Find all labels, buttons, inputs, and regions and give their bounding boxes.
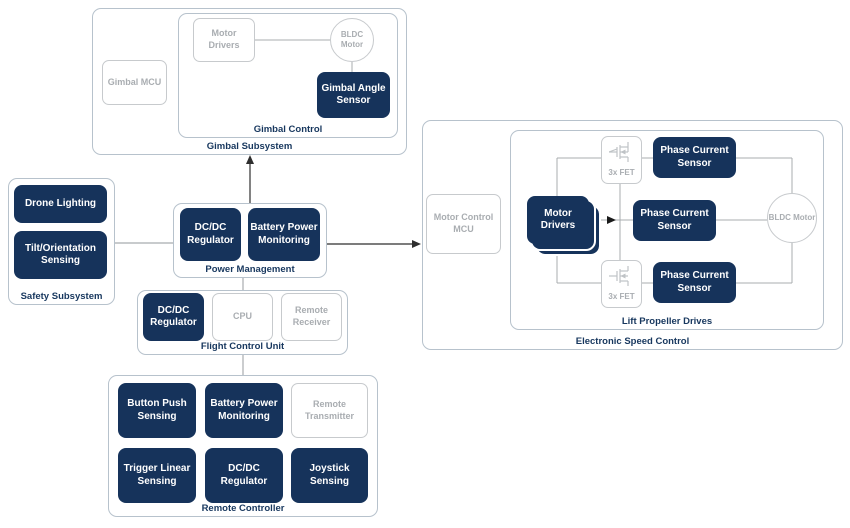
motor-control-mcu-text: Motor Control MCU (433, 212, 494, 234)
pm-battery-power-monitoring-text: Battery Power Monitoring (250, 222, 318, 246)
esc-bldc-motor: BLDC Motor (767, 193, 817, 243)
drone-lighting-block[interactable]: Drone Lighting (14, 185, 107, 223)
button-push-sensing-text: Button Push Sensing (127, 398, 187, 422)
cpu-text: CPU (232, 311, 252, 322)
phase-current-sensor-mid-block[interactable]: Phase Current Sensor (633, 200, 716, 241)
remote-controller-label: Remote Controller (201, 503, 285, 514)
rc-dcdc-regulator-text: DC/DC Regulator (220, 463, 268, 487)
pm-battery-power-monitoring-block[interactable]: Battery Power Monitoring (248, 208, 320, 261)
gimbal-angle-sensor-block[interactable]: Gimbal Angle Sensor (317, 72, 390, 118)
gimbal-mcu-text: Gimbal MCU (107, 76, 162, 87)
pm-dcdc-regulator-block[interactable]: DC/DC Regulator (180, 208, 241, 261)
fet-top-block: 3x FET (601, 136, 642, 184)
gimbal-bldc-motor: BLDC Motor (330, 18, 374, 62)
esc-bldc-motor-text: BLDC Motor (768, 213, 816, 223)
rc-battery-power-monitoring-text: Battery Power Monitoring (210, 398, 278, 422)
rc-battery-power-monitoring-block[interactable]: Battery Power Monitoring (205, 383, 283, 438)
gimbal-subsystem-label: Gimbal Subsystem (206, 141, 293, 152)
fcu-dcdc-regulator-text: DC/DC Regulator (150, 304, 197, 329)
esc-motor-drivers-text: Motor Drivers (540, 207, 576, 232)
esc-motor-drivers-block[interactable]: Motor Drivers (527, 196, 589, 244)
flight-control-unit-label: Flight Control Unit (200, 341, 285, 352)
joystick-sensing-block[interactable]: Joystick Sensing (291, 448, 368, 503)
motor-control-mcu-block: Motor Control MCU (426, 194, 501, 254)
power-management-label: Power Management (205, 264, 295, 275)
esc-motor-drivers-stack[interactable]: Motor Drivers (527, 196, 601, 256)
gimbal-control-label: Gimbal Control (253, 124, 323, 135)
cpu-block: CPU (212, 293, 273, 341)
phase-current-sensor-bottom-text: Phase Current Sensor (660, 270, 729, 294)
phase-current-sensor-mid-text: Phase Current Sensor (640, 208, 709, 232)
rc-dcdc-regulator-block[interactable]: DC/DC Regulator (205, 448, 283, 503)
fet-bottom-text: 3x FET (608, 292, 635, 302)
joystick-sensing-text: Joystick Sensing (309, 463, 350, 487)
lift-propeller-drives-label: Lift Propeller Drives (621, 316, 713, 327)
tilt-orientation-sensing-text: Tilt/Orientation Sensing (25, 242, 96, 267)
fet-bottom-block: 3x FET (601, 260, 642, 308)
mosfet-icon (608, 265, 635, 291)
gimbal-bldc-motor-text: BLDC Motor (340, 30, 364, 49)
gimbal-motor-drivers-text: Motor Drivers (208, 28, 240, 50)
pm-dcdc-regulator-text: DC/DC Regulator (187, 222, 234, 246)
phase-current-sensor-bottom-block[interactable]: Phase Current Sensor (653, 262, 736, 303)
remote-receiver-text: Remote Receiver (292, 305, 331, 327)
remote-receiver-block: Remote Receiver (281, 293, 342, 341)
fcu-dcdc-regulator-block[interactable]: DC/DC Regulator (143, 293, 204, 341)
drone-lighting-text: Drone Lighting (24, 197, 97, 209)
trigger-linear-sensing-block[interactable]: Trigger Linear Sensing (118, 448, 196, 503)
fet-top-text: 3x FET (608, 168, 635, 178)
button-push-sensing-block[interactable]: Button Push Sensing (118, 383, 196, 438)
trigger-linear-sensing-text: Trigger Linear Sensing (123, 463, 191, 487)
mosfet-icon (608, 141, 635, 167)
tilt-orientation-sensing-block[interactable]: Tilt/Orientation Sensing (14, 231, 107, 279)
safety-subsystem-label: Safety Subsystem (20, 291, 103, 302)
gimbal-mcu-block: Gimbal MCU (102, 60, 167, 105)
phase-current-sensor-top-block[interactable]: Phase Current Sensor (653, 137, 736, 178)
remote-transmitter-block: Remote Transmitter (291, 383, 368, 438)
electronic-speed-control-label: Electronic Speed Control (575, 336, 690, 347)
gimbal-angle-sensor-text: Gimbal Angle Sensor (321, 82, 386, 107)
phase-current-sensor-top-text: Phase Current Sensor (660, 145, 729, 169)
gimbal-motor-drivers-block: Motor Drivers (193, 18, 255, 62)
remote-transmitter-text: Remote Transmitter (304, 398, 355, 421)
